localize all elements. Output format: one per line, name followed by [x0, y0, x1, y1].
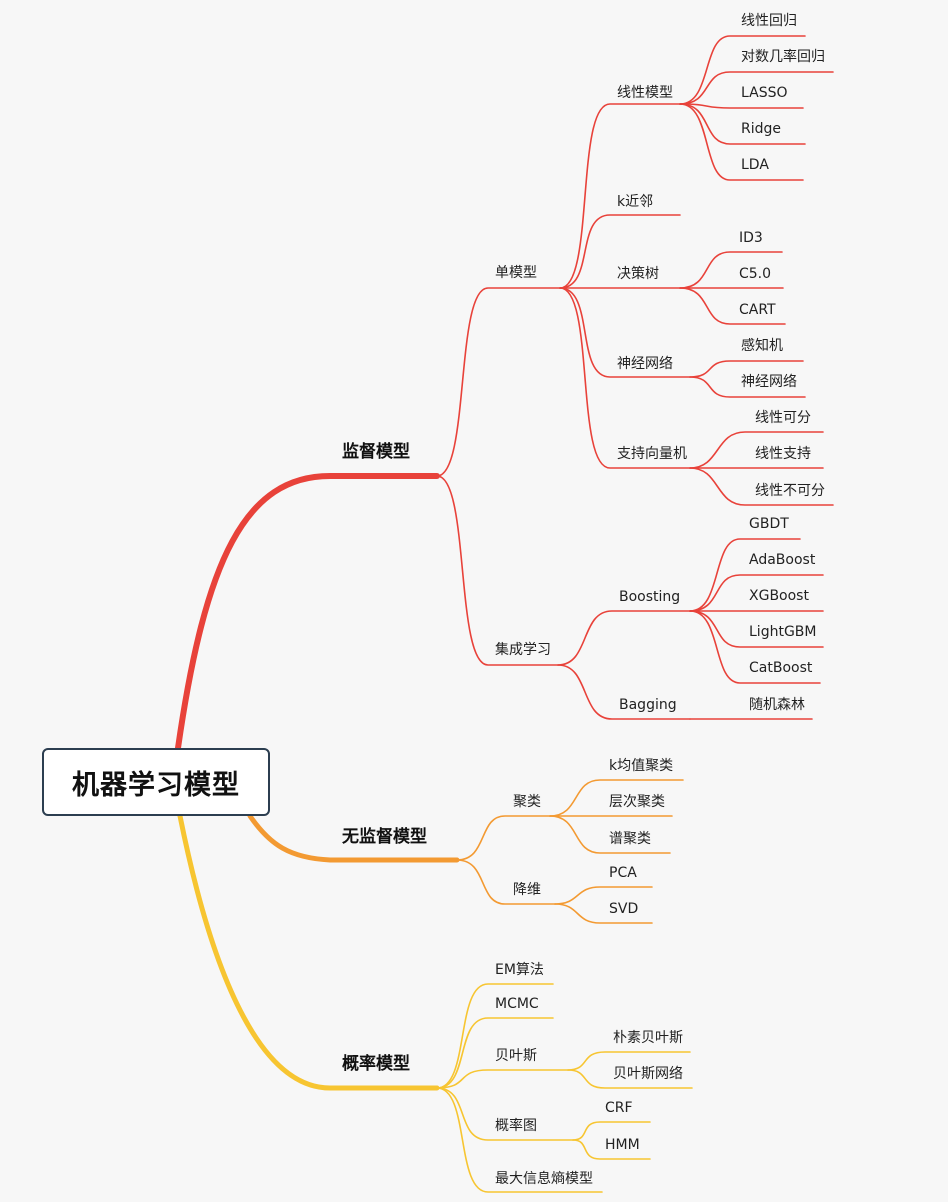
node-max-entropy[interactable]: 最大信息熵模型	[495, 1171, 593, 1187]
leaf-linear-separable[interactable]: 线性可分	[755, 410, 811, 426]
leaf-id3[interactable]: ID3	[739, 230, 763, 246]
leaf-perceptron[interactable]: 感知机	[741, 338, 783, 354]
leaf-svd[interactable]: SVD	[609, 901, 639, 917]
leaf-linear-support[interactable]: 线性支持	[755, 446, 811, 462]
leaf-spectral-clustering[interactable]: 谱聚类	[609, 831, 651, 847]
leaf-lightgbm[interactable]: LightGBM	[749, 624, 817, 640]
node-em[interactable]: EM算法	[495, 962, 544, 978]
node-single-model[interactable]: 单模型	[495, 265, 537, 281]
leaf-hierarchical-clustering[interactable]: 层次聚类	[609, 794, 665, 810]
leaf-neural-network[interactable]: 神经网络	[741, 374, 797, 390]
node-bayes[interactable]: 贝叶斯	[495, 1048, 537, 1064]
leaf-naive-bayes[interactable]: 朴素贝叶斯	[613, 1030, 683, 1046]
leaf-c50[interactable]: C5.0	[739, 266, 772, 282]
leaf-xgboost[interactable]: XGBoost	[749, 588, 809, 604]
leaf-pca[interactable]: PCA	[609, 865, 637, 881]
branch-probabilistic	[177, 813, 440, 1091]
node-linear-model[interactable]: 线性模型	[617, 85, 673, 101]
node-svm[interactable]: 支持向量机	[617, 446, 687, 462]
root-node[interactable]: 机器学习模型	[42, 748, 270, 816]
node-boosting[interactable]: Boosting	[619, 589, 681, 605]
node-ensemble[interactable]: 集成学习	[495, 642, 551, 658]
node-neural-network[interactable]: 神经网络	[617, 356, 673, 372]
leaf-lasso[interactable]: LASSO	[741, 85, 788, 101]
leaf-linear-regression[interactable]: 线性回归	[741, 13, 797, 29]
node-decision-tree[interactable]: 决策树	[617, 266, 659, 282]
leaf-linear-inseparable[interactable]: 线性不可分	[755, 483, 825, 499]
node-bagging[interactable]: Bagging	[619, 697, 677, 713]
leaf-catboost[interactable]: CatBoost	[749, 660, 813, 676]
leaf-hmm[interactable]: HMM	[605, 1137, 640, 1153]
leaf-crf[interactable]: CRF	[605, 1100, 633, 1116]
node-clustering[interactable]: 聚类	[513, 794, 541, 810]
branch-supervised	[175, 473, 440, 751]
leaf-random-forest[interactable]: 随机森林	[749, 697, 805, 713]
leaf-bayes-network[interactable]: 贝叶斯网络	[613, 1066, 683, 1082]
leaf-kmeans[interactable]: k均值聚类	[609, 758, 674, 774]
leaf-logistic-regression[interactable]: 对数几率回归	[741, 49, 825, 65]
leaf-gbdt[interactable]: GBDT	[749, 516, 789, 532]
leaf-ridge[interactable]: Ridge	[741, 121, 782, 137]
node-unsupervised[interactable]: 无监督模型	[342, 827, 427, 847]
node-probabilistic[interactable]: 概率模型	[342, 1054, 410, 1074]
leaf-adaboost[interactable]: AdaBoost	[749, 552, 816, 568]
node-mcmc[interactable]: MCMC	[495, 996, 539, 1012]
leaf-cart[interactable]: CART	[739, 302, 776, 318]
node-knn[interactable]: k近邻	[617, 194, 654, 210]
node-dimension-reduction[interactable]: 降维	[513, 882, 541, 898]
node-probabilistic-graph[interactable]: 概率图	[495, 1118, 537, 1134]
leaf-lda[interactable]: LDA	[741, 157, 769, 173]
branch-unsupervised	[247, 813, 460, 863]
node-supervised[interactable]: 监督模型	[342, 442, 410, 462]
